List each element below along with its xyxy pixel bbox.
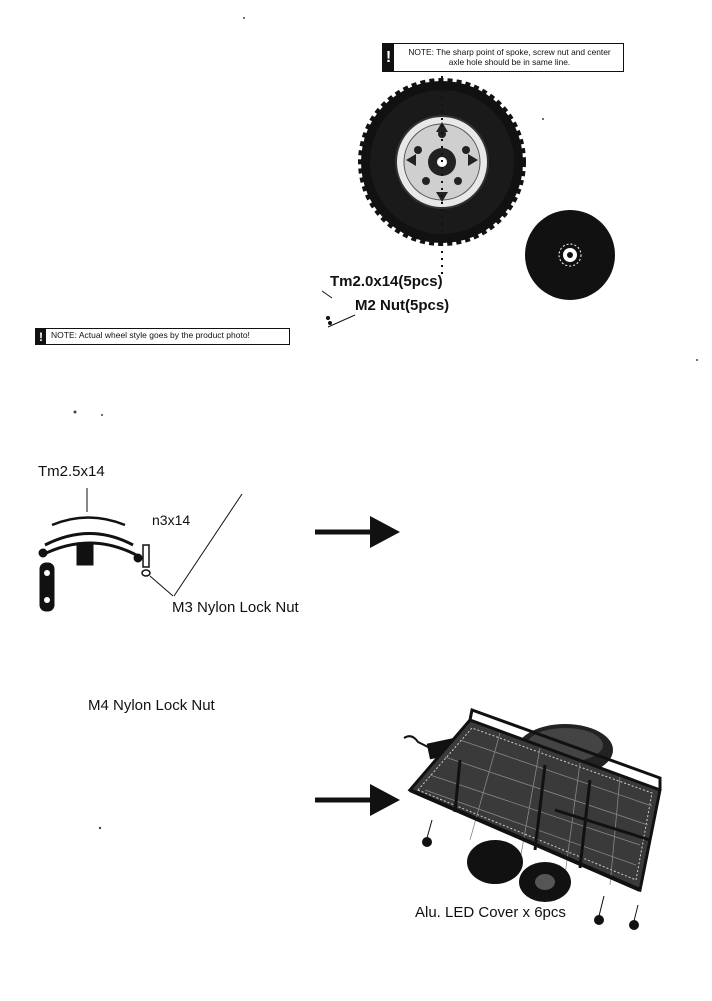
trailer-illustration — [403, 707, 662, 930]
spare-tire-illustration — [358, 76, 526, 276]
wheel-style-note-text: NOTE: Actual wheel style goes by the pro… — [51, 330, 250, 340]
m3-nut-label: M3 Nylon Lock Nut — [172, 599, 299, 616]
n3-screw-label: n3x14 — [152, 512, 191, 528]
wheel-style-note: ! NOTE: Actual wheel style goes by the p… — [35, 328, 290, 345]
m4-nut-label: M4 Nylon Lock Nut — [88, 697, 215, 714]
arrow-right-icon — [315, 784, 400, 816]
arrow-right-icon — [315, 516, 400, 548]
tm25-screw-label: Tm2.5x14 — [38, 463, 105, 480]
warning-icon: ! — [36, 329, 46, 344]
small-wheel-illustration — [525, 210, 615, 300]
warning-icon: ! — [383, 44, 394, 71]
spoke-alignment-note: ! NOTE: The sharp point of spoke, screw … — [382, 43, 624, 72]
tm2-screw-label: Tm2.0x14(5pcs) — [330, 273, 443, 290]
spoke-alignment-note-text: NOTE: The sharp point of spoke, screw nu… — [408, 47, 611, 67]
m2-nut-label: M2 Nut(5pcs) — [355, 297, 450, 314]
leaf-spring-illustration — [38, 488, 243, 612]
led-cover-label: Alu. LED Cover x 6pcs — [415, 904, 566, 921]
